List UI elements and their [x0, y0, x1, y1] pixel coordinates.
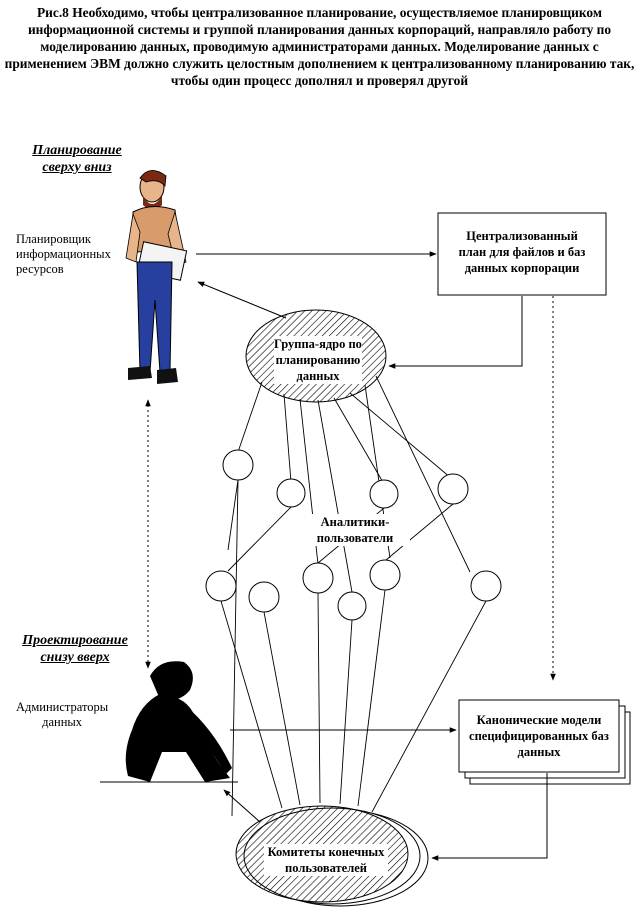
- canonical-line2: специфицированных баз: [469, 729, 609, 743]
- core-group-line1: Группа-ядро по: [274, 336, 362, 352]
- committees-line1: Комитеты конечных: [264, 844, 388, 860]
- planner-label: Планировщик информационных ресурсов: [16, 232, 111, 277]
- analysts-label: Аналитики- пользователи: [300, 514, 410, 546]
- central-plan-line3: данных корпорации: [464, 261, 580, 275]
- canonical-label: Канонические модели специфицированных ба…: [461, 712, 617, 760]
- arrow-plan-to-core: [388, 296, 523, 369]
- core-group-line2: планированию: [274, 352, 362, 368]
- committee-lines: [220, 479, 487, 817]
- committees-line2: пользователей: [264, 860, 388, 876]
- figure-caption: Рис.8 Необходимо, чтобы централизованное…: [4, 5, 635, 88]
- bottom-up-line1: Проектирование: [22, 633, 128, 648]
- bottom-up-line2: снизу вверх: [40, 650, 110, 665]
- flow-arrows: [145, 251, 556, 861]
- admins-label: Администраторы данных: [16, 700, 108, 730]
- arrow-canonical-to-committees: [431, 773, 548, 861]
- canonical-line1: Канонические модели: [476, 713, 602, 727]
- committees-label: Комитеты конечных пользователей: [262, 844, 390, 876]
- planner-label-line1: Планировщик: [16, 232, 91, 246]
- analysts-line1: Аналитики-: [320, 515, 390, 529]
- canonical-models-stack: [458, 699, 631, 785]
- analysts-line2: пользователи: [316, 531, 394, 545]
- central-plan-box: [437, 212, 607, 296]
- planner-label-line3: ресурсов: [16, 262, 64, 276]
- central-plan-line2: план для файлов и баз: [458, 245, 586, 259]
- top-down-heading: Планирование сверху вниз: [18, 142, 136, 176]
- core-group-label: Группа-ядро по планированию данных: [272, 336, 364, 384]
- admins-line1: Администраторы: [16, 700, 109, 714]
- admins-line2: данных: [42, 715, 83, 729]
- canonical-line3: данных: [517, 745, 561, 759]
- arrow-committees-to-admin: [223, 789, 261, 823]
- central-plan-line1: Централизованный: [466, 229, 578, 243]
- fan-lines: [237, 375, 471, 593]
- admin-person-icon: [100, 661, 238, 783]
- arrow-core-to-planner: [197, 281, 287, 319]
- core-group-line3: данных: [274, 368, 362, 384]
- planner-person-icon: [125, 170, 188, 384]
- central-plan-label: Централизованный план для файлов и баз д…: [440, 228, 604, 276]
- top-down-line2: сверху вниз: [42, 160, 112, 175]
- planner-label-line2: информационных: [16, 247, 111, 261]
- bottom-up-heading: Проектирование снизу вверх: [10, 632, 140, 666]
- top-down-line1: Планирование: [32, 143, 122, 158]
